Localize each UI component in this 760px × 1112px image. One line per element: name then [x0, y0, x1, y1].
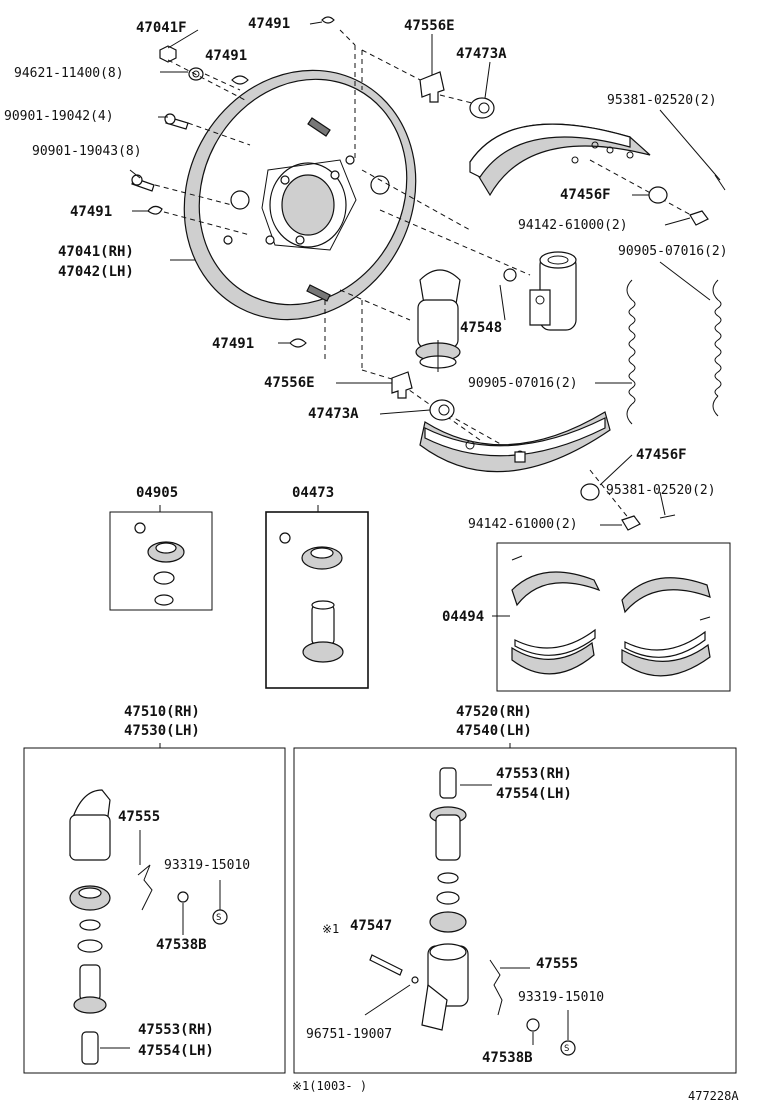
- label-47041: 47041(RH): [58, 244, 134, 260]
- label-47548: 47548: [460, 320, 503, 336]
- brake-shoe-bottom: [419, 411, 611, 473]
- label-96751: 96751-19007: [306, 1027, 393, 1042]
- label-47456f-top: 47456F: [560, 187, 611, 203]
- label-94621: 94621-11400(8): [14, 66, 124, 81]
- label-47491-c: 47491: [70, 204, 113, 220]
- label-47554-right: 47554(LH): [496, 786, 572, 802]
- kit-box-04905: [109, 511, 213, 611]
- label-90901-42: 90901-19042(4): [4, 109, 114, 124]
- backing-plate: [183, 69, 417, 321]
- label-47491-top: 47491: [248, 16, 291, 32]
- label-94142-bot: 94142-61000(2): [468, 517, 578, 532]
- label-47553-left: 47553(RH): [138, 1022, 214, 1038]
- label-47042: 47042(LH): [58, 264, 134, 280]
- s-marker-right: S: [564, 1044, 570, 1054]
- clip-top: [419, 71, 445, 103]
- label-47540: 47540(LH): [456, 723, 532, 739]
- label-94142-top: 94142-61000(2): [518, 218, 628, 233]
- kit-04494-parts: [511, 555, 711, 677]
- wheel-cylinder: [529, 251, 577, 331]
- label-47554-left: 47554(LH): [138, 1043, 214, 1059]
- label-04473: 04473: [292, 485, 335, 501]
- label-93319-right: 93319-15010: [518, 990, 605, 1005]
- label-47556e-bot: 47556E: [264, 375, 315, 391]
- footnote: ※1(1003- ): [292, 1079, 368, 1093]
- label-47520: 47520(RH): [456, 704, 532, 720]
- label-47491-b: 47491: [205, 48, 248, 64]
- label-47491-d: 47491: [212, 336, 255, 352]
- label-47510: 47510(RH): [124, 704, 200, 720]
- label-47553-right: 47553(RH): [496, 766, 572, 782]
- wheel-cylinder-left: [415, 269, 461, 372]
- box-47520: [293, 747, 737, 1074]
- label-47556e-top: 47556E: [404, 18, 455, 34]
- kit-box-04473: [265, 511, 369, 689]
- label-90905-top: 90905-07016(2): [618, 244, 728, 259]
- label-47547: 47547: [350, 918, 393, 934]
- kit-04905-parts: [134, 522, 185, 606]
- label-47473a-top: 47473A: [456, 46, 507, 62]
- label-47530: 47530(LH): [124, 723, 200, 739]
- label-04494: 04494: [442, 609, 485, 625]
- brake-shoe-top: [469, 123, 651, 197]
- label-95381-top: 95381-02520(2): [607, 93, 717, 108]
- label-47456f-bot: 47456F: [636, 447, 687, 463]
- box-47510: [23, 747, 286, 1074]
- label-90901-43: 90901-19043(8): [32, 144, 142, 159]
- label-04905: 04905: [136, 485, 179, 501]
- label-note-mark: ※1: [322, 922, 340, 936]
- label-47555-right: 47555: [536, 956, 579, 972]
- s-marker-left: S: [216, 913, 222, 923]
- label-93319-left: 93319-15010: [164, 858, 251, 873]
- explode-lines: [154, 29, 701, 521]
- label-95381-bot: 95381-02520(2): [606, 483, 716, 498]
- leader-lines: [129, 21, 721, 617]
- label-47473a-bot: 47473A: [308, 406, 359, 422]
- label-47041f: 47041F: [136, 20, 187, 36]
- left-cylinder-parts: [69, 789, 228, 1065]
- label-47538b-right: 47538B: [482, 1050, 533, 1066]
- kit-box-04494: [496, 542, 731, 692]
- label-47555-left: 47555: [118, 809, 161, 825]
- label-47538b-left: 47538B: [156, 937, 207, 953]
- label-90905-mid: 90905-07016(2): [468, 376, 578, 391]
- diagram-id: 477228A: [688, 1089, 739, 1103]
- right-cylinder-parts: [364, 767, 576, 1056]
- hardware-left: [131, 16, 335, 348]
- kit-04473-parts: [279, 532, 344, 663]
- return-springs: [626, 279, 722, 425]
